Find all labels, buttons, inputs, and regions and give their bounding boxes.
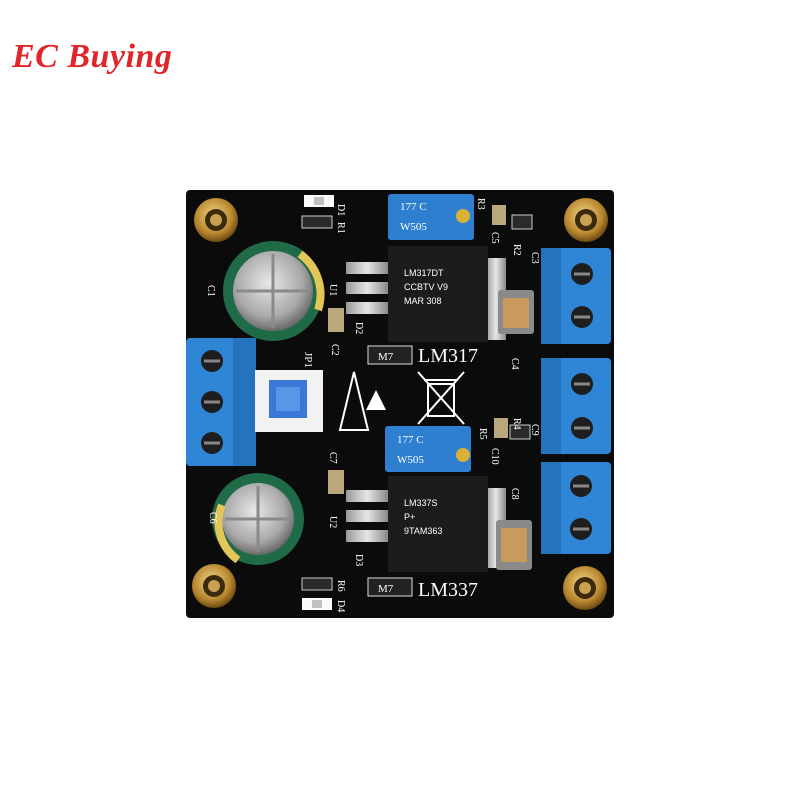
ref-c7: C7 <box>327 452 338 464</box>
pot-bottom-code: W505 <box>397 454 424 466</box>
ref-c6: C6 <box>207 512 218 524</box>
regulator-chip-top: LM317DT CCBTV V9 MAR 308 <box>346 246 506 342</box>
ref-d3: D3 <box>353 554 364 566</box>
mounting-nut-top-left <box>194 198 238 242</box>
trimmer-pot-top: 177 C W505 <box>388 194 474 240</box>
ref-c8: C8 <box>509 488 520 500</box>
smd-capacitor-c5 <box>492 205 506 225</box>
ref-r1: R1 <box>335 222 346 234</box>
terminal-block-right-middle <box>541 358 611 454</box>
regulator-chip-bottom: LM337S P+ 9TAM363 <box>346 476 506 572</box>
smd-resistor-r4 <box>509 424 531 440</box>
ref-d2: D2 <box>353 322 364 334</box>
pot-bottom-marking: 177 C <box>397 434 424 446</box>
trimmer-pot-bottom: 177 C W505 <box>385 426 471 472</box>
ref-c9: C9 <box>529 424 540 436</box>
mounting-nut-bottom-left <box>192 564 236 608</box>
chip-bottom-line-1: LM337S <box>404 498 438 508</box>
smd-capacitor-c7 <box>328 470 344 494</box>
ref-c2: C2 <box>329 344 340 356</box>
mounting-nut-bottom-right <box>563 566 607 610</box>
smd-capacitor-c2 <box>328 308 344 332</box>
smd-led-d1 <box>304 195 334 207</box>
ref-d4: D4 <box>335 600 346 612</box>
brand-logo: EC Buying <box>12 38 173 75</box>
terminal-block-right-top <box>541 248 611 344</box>
ref-r6: R6 <box>335 580 346 592</box>
smd-capacitor-c4 <box>498 290 534 334</box>
esd-warning-icon <box>338 371 386 431</box>
ref-c4: C4 <box>509 358 520 370</box>
ref-u2: U2 <box>327 516 338 528</box>
pot-top-code: W505 <box>400 221 427 233</box>
chip-bottom-line-3: 9TAM363 <box>404 526 442 536</box>
chip-bottom-line-2: P+ <box>404 512 415 522</box>
ref-c5: C5 <box>489 232 500 244</box>
smd-resistor-r6 <box>301 577 333 591</box>
smd-resistor-r2 <box>511 214 533 230</box>
chip-top-line-1: LM317DT <box>404 268 444 278</box>
label-jp1: JP1 <box>302 352 314 368</box>
mounting-nut-top-right <box>564 198 608 242</box>
ref-r3: R3 <box>475 198 486 210</box>
smd-capacitor-c10 <box>494 418 508 438</box>
pot-top-marking: 177 C <box>400 201 427 213</box>
chip-top-line-2: CCBTV V9 <box>404 282 448 292</box>
diode-d3: M7 <box>367 577 413 597</box>
chip-top-line-3: MAR 308 <box>404 296 442 306</box>
ref-r5: R5 <box>477 428 488 440</box>
diode-d3-marking: M7 <box>378 583 394 595</box>
label-lm337: LM337 <box>418 579 478 601</box>
diode-d2-marking: M7 <box>378 351 394 363</box>
terminal-block-right-bottom <box>541 462 611 554</box>
jumper-switch-jp1 <box>255 370 323 432</box>
ref-c3: C3 <box>529 252 540 264</box>
weee-bin-icon <box>417 371 465 425</box>
smd-resistor-r1 <box>301 215 333 229</box>
ref-c1: C1 <box>205 285 216 297</box>
ref-r4: R4 <box>511 418 522 430</box>
terminal-block-left-3pin <box>186 338 256 466</box>
ref-u1: U1 <box>327 284 338 296</box>
ref-r2: R2 <box>511 244 522 256</box>
ref-d1: D1 <box>335 204 346 216</box>
diode-d2: M7 <box>367 345 413 365</box>
capacitor-c6 <box>212 473 304 565</box>
ref-c10: C10 <box>489 448 500 465</box>
capacitor-c1 <box>223 241 325 341</box>
smd-capacitor-c8 <box>496 520 532 570</box>
smd-led-d4 <box>302 598 332 610</box>
label-lm317: LM317 <box>418 345 478 367</box>
